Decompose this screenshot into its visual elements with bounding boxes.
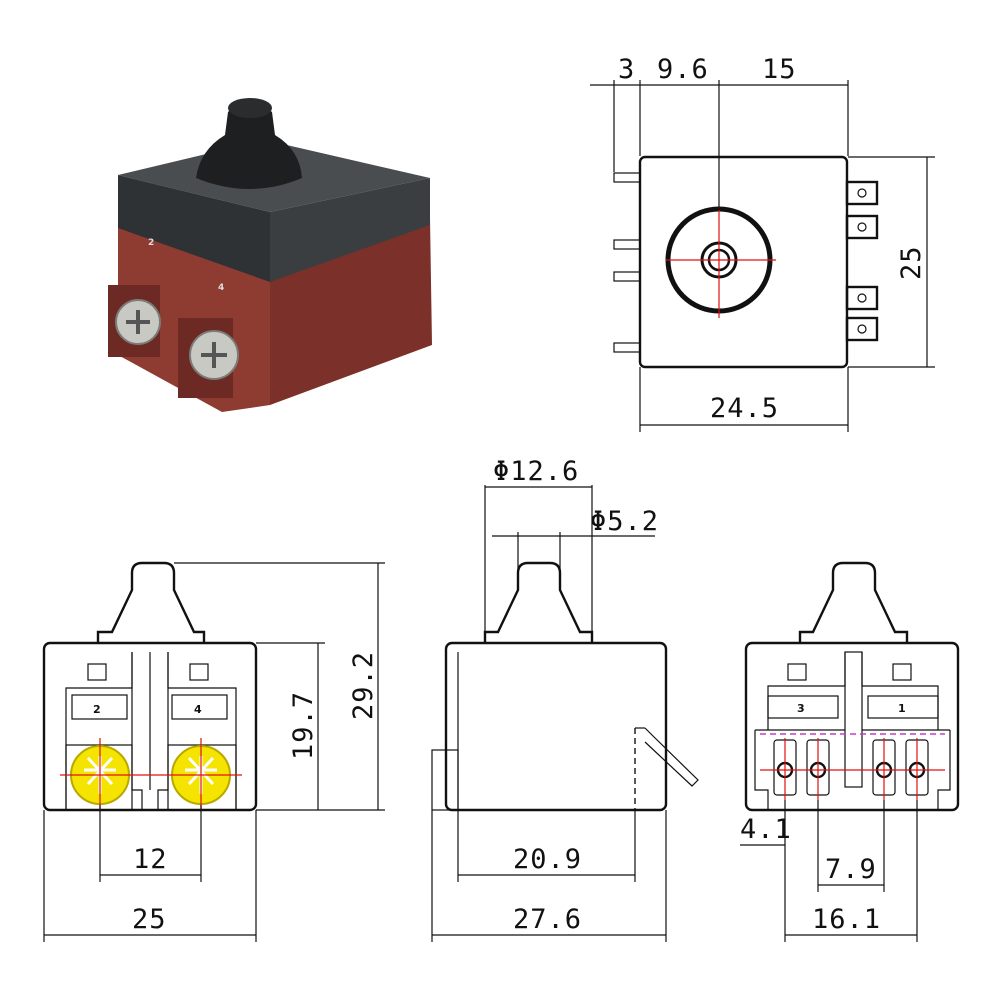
terminal-tab bbox=[845, 316, 879, 342]
plunger-button bbox=[196, 102, 302, 189]
front-view: 2 4 19.7 29.2 12 25 bbox=[42, 561, 385, 942]
front-dim-width: 25 bbox=[132, 904, 167, 935]
top-dim-height: 25 bbox=[896, 245, 927, 280]
rear-dim-pins-width: 16.1 bbox=[812, 904, 881, 935]
side-view-tab bbox=[431, 749, 459, 811]
rear-label-left: 3 bbox=[797, 702, 805, 715]
rear-label-box-left bbox=[767, 695, 839, 719]
side-dim-total-length: 27.6 bbox=[513, 904, 582, 935]
front-dim-screw-spacing: 12 bbox=[133, 844, 168, 875]
rear-label-right: 1 bbox=[898, 702, 906, 715]
rear-view-body bbox=[744, 641, 960, 812]
rear-dim-edge-offset: 4.1 bbox=[740, 814, 792, 845]
side-dim-inner-length: 20.9 bbox=[513, 844, 582, 875]
rear-center-divider bbox=[844, 651, 863, 788]
side-dim-inner-diameter: Φ5.2 bbox=[590, 506, 659, 537]
rear-dim-pin-spacing: 7.9 bbox=[825, 854, 877, 885]
top-view-pin bbox=[613, 239, 641, 250]
top-view: 3 9.6 15 25 24.5 bbox=[590, 54, 935, 432]
front-label-right: 4 bbox=[194, 703, 202, 716]
top-view-pin bbox=[613, 172, 641, 183]
product-photo: 2 4 bbox=[108, 98, 432, 412]
terminal-tab bbox=[845, 214, 879, 240]
rear-view: 3 1 4.1 7.9 16.1 bbox=[740, 561, 960, 942]
housing-top-right bbox=[270, 178, 430, 282]
rear-view-plunger bbox=[798, 561, 909, 643]
top-view-body bbox=[638, 155, 849, 369]
rear-label-box-right bbox=[867, 695, 939, 719]
front-view-plunger bbox=[96, 561, 206, 643]
housing-top-front bbox=[118, 175, 270, 282]
side-dim-outer-diameter: Φ12.6 bbox=[493, 456, 579, 487]
top-dim-a: 3 bbox=[618, 54, 635, 85]
top-dim-width: 24.5 bbox=[710, 393, 779, 424]
plunger-tip bbox=[228, 98, 272, 118]
front-dim-body-height: 19.7 bbox=[288, 691, 319, 760]
top-view-terminals-right bbox=[845, 180, 879, 342]
side-view: Φ12.6 Φ5.2 20.9 27.6 bbox=[431, 456, 699, 942]
front-label-box-left bbox=[71, 694, 128, 720]
side-view-lever bbox=[644, 727, 699, 787]
photo-label-left: 2 bbox=[148, 238, 154, 248]
side-view-plunger bbox=[483, 561, 594, 643]
top-view-pin bbox=[613, 271, 641, 282]
side-view-body bbox=[444, 641, 668, 812]
top-view-pin bbox=[613, 342, 641, 353]
front-label-left: 2 bbox=[93, 703, 101, 716]
terminal-tab bbox=[845, 180, 879, 206]
screw-right-cross bbox=[201, 342, 227, 368]
top-dim-b: 9.6 bbox=[657, 54, 709, 85]
front-label-box-right bbox=[171, 694, 228, 720]
terminal-tab bbox=[845, 285, 879, 311]
top-dim-c: 15 bbox=[762, 54, 797, 85]
screw-left-cross bbox=[126, 310, 150, 334]
front-dim-total-height: 29.2 bbox=[348, 651, 379, 720]
photo-label-right: 4 bbox=[218, 283, 224, 293]
